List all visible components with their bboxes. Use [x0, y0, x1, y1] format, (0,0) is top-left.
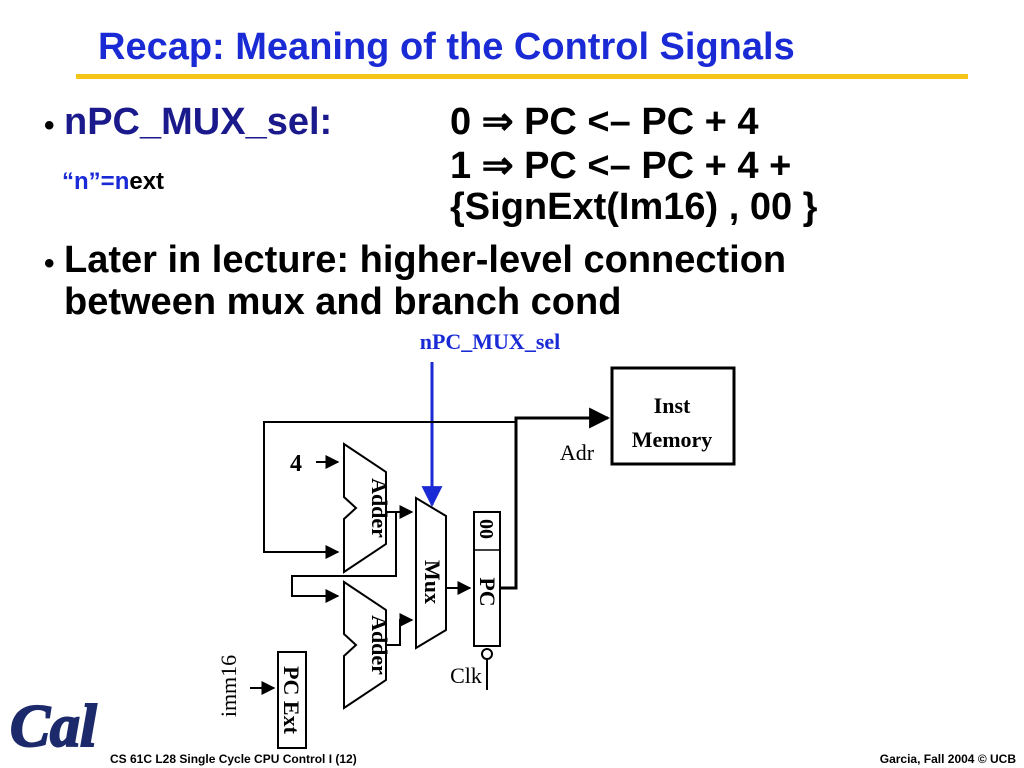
bullet-1-line-2: {SignExt(Im16) , 00 }	[450, 186, 818, 228]
top-adder-shape	[343, 442, 387, 574]
inst-memory-box	[610, 366, 736, 466]
bottom-adder-shape	[343, 580, 387, 710]
inst-memory-label-1: Inst	[654, 393, 691, 418]
bottom-adder-to-mux-wire	[386, 613, 414, 646]
bullet-1-label: nPC_MUX_sel:	[64, 101, 333, 143]
pc-ext-label: PC Ext	[279, 666, 304, 735]
bullet-1-line-1: 1 ⇒ PC <– PC + 4 +	[450, 145, 792, 187]
pc-register-box	[473, 511, 501, 647]
footer-copyright: Garcia, Fall 2004 © UCB	[879, 752, 1016, 766]
next-note-n: n	[114, 168, 130, 195]
pc-ext-box	[277, 651, 307, 749]
top-adder-label: Adder	[367, 478, 392, 538]
pc-feedback-wire	[263, 421, 516, 559]
mux-shape	[415, 496, 447, 650]
pc-register-label: PC	[475, 577, 500, 606]
bullet-2-line-2: between mux and branch cond	[64, 281, 622, 323]
title-underline	[76, 74, 968, 79]
clock-bubble	[481, 648, 493, 660]
inst-memory-label-2: Memory	[632, 427, 713, 452]
slide-title: Recap: Meaning of the Control Signals	[98, 26, 795, 68]
zero-zero-label: 00	[475, 519, 497, 539]
clock-label: Clk	[450, 663, 482, 688]
bullet-2-line-1: Later in lecture: higher-level connectio…	[64, 239, 787, 281]
mux-label: Mux	[420, 560, 445, 604]
adr-label: Adr	[560, 440, 595, 465]
next-note-quote: “n”=	[62, 168, 115, 195]
bullet-dot-2: •	[44, 247, 55, 280]
next-note-rest: ext	[129, 168, 165, 195]
cal-logo-text: Cal	[10, 693, 97, 756]
constant-four-label: 4	[290, 451, 302, 477]
npc-mux-sel-label: nPC_MUX_sel	[420, 329, 561, 354]
imm16-label: imm16	[216, 655, 241, 717]
footer-course-label: CS 61C L28 Single Cycle CPU Control I (1…	[110, 752, 357, 766]
adder-chain-wire	[291, 512, 397, 603]
bullet-dot-1: •	[44, 109, 55, 142]
bullet-1-line-0: 0 ⇒ PC <– PC + 4	[450, 101, 759, 143]
next-note: “n”=next	[62, 168, 164, 196]
pc-to-memory-wire	[500, 407, 611, 590]
cal-logo: Cal	[9, 692, 98, 756]
